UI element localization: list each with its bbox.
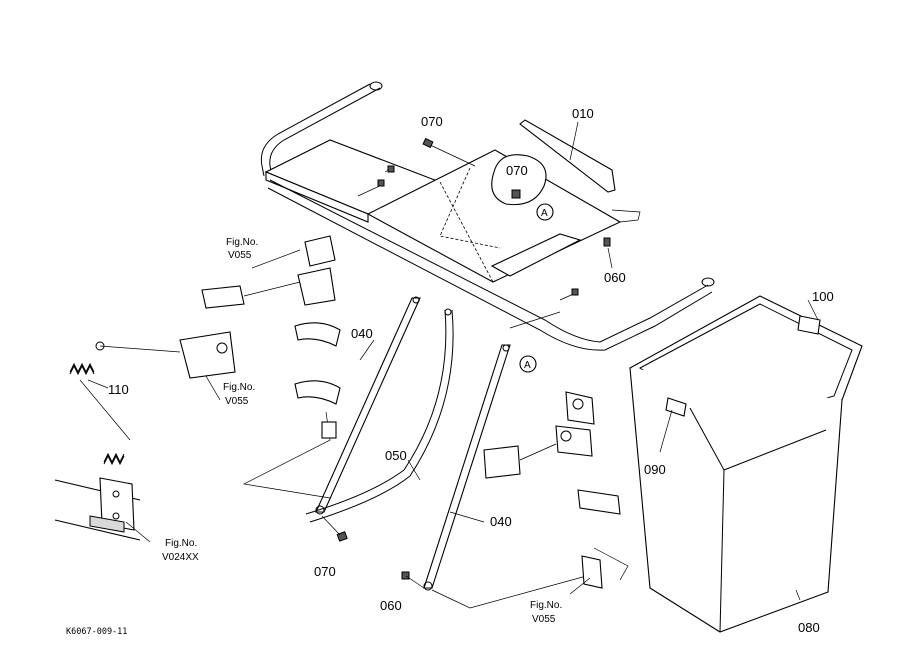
callout-070: 070 [421,114,443,129]
marker-a-circle [519,355,537,373]
callout-060: 060 [380,598,402,613]
callout-080: 080 [798,620,820,635]
figure-ref-number: V055 [225,396,249,407]
leader-lines [87,121,819,601]
callout-070: 070 [314,564,336,579]
frame-bolts [357,137,611,301]
figure-ref-label: Fig.No. [530,600,562,611]
base-mount [54,477,141,541]
callout-040: 040 [351,326,373,341]
figure-code: K6067-009-11 [66,627,127,637]
callout-060: 060 [604,270,626,285]
callout-070: 070 [506,163,528,178]
grass-bag [628,295,863,633]
figure-ref-label: Fig.No. [226,237,258,248]
callout-050: 050 [385,448,407,463]
callouts: 010 070 070 060 100 040 110 050 090 040 … [108,106,834,635]
figure-ref-number: V055 [532,614,556,625]
handle-frame [260,81,715,351]
callout-110: 110 [108,382,129,397]
figure-ref-number: V024XX [162,552,199,563]
left-brackets [95,235,341,499]
figure-ref-label: Fig.No. [223,382,255,393]
lower-bolts [321,515,591,609]
figure-ref-label: Fig.No. [165,538,197,549]
callout-100: 100 [812,289,834,304]
marker-a-circle [536,203,554,221]
marker-a-label: A [541,208,548,219]
marker-a-label: A [524,360,531,371]
support-arms [305,296,511,591]
connection-markers: A A [519,203,554,373]
callout-010: 010 [572,106,594,121]
callout-090: 090 [644,462,666,477]
figure-ref-number: V055 [228,250,252,261]
callout-040: 040 [490,514,512,529]
figure-references: Fig.No. V055 Fig.No. V055 Fig.No. V024XX… [162,237,562,625]
spring-110 [69,362,131,466]
right-brackets [483,391,629,589]
